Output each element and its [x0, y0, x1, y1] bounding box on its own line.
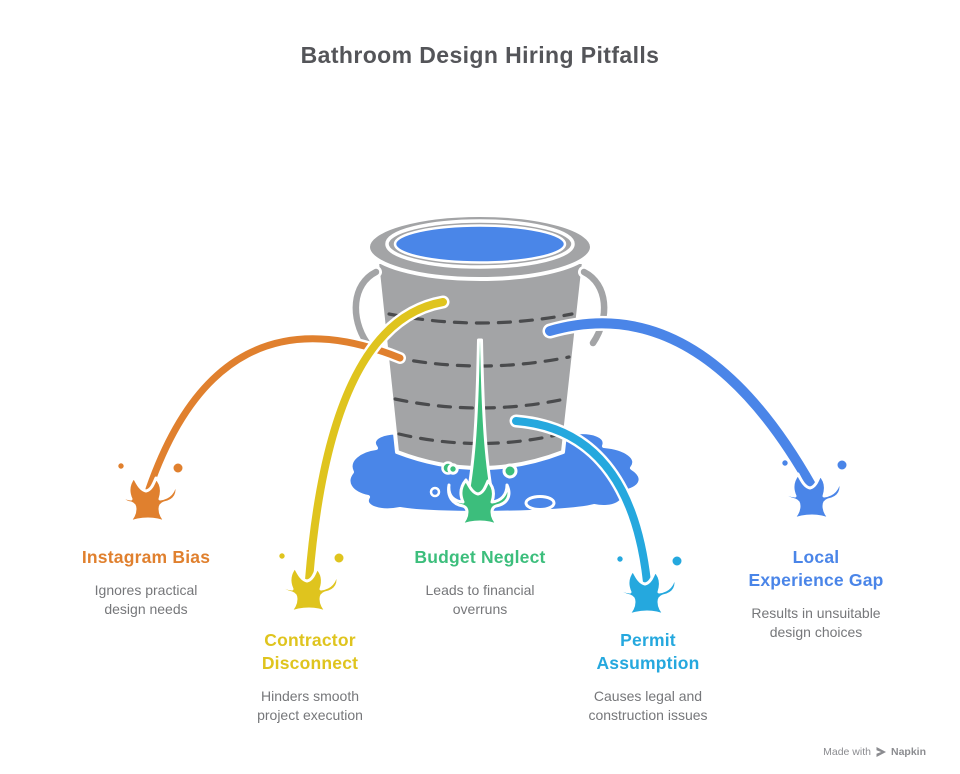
pitfall-budget-neglect: Budget Neglect Leads to financial overru… [370, 546, 590, 618]
splash-local-experience-gap [779, 457, 850, 522]
pitfall-label: Permit Assumption [596, 630, 700, 673]
stream-contractor-disconnect [305, 298, 447, 584]
napkin-logo-icon [876, 747, 886, 757]
pitfall-description: Leads to financial overruns [425, 582, 535, 617]
leak-streams [143, 295, 820, 589]
stream-permit-assumption [512, 417, 651, 586]
stream-local-experience-gap [545, 318, 817, 492]
pitfall-label: Budget Neglect [414, 547, 546, 567]
watermark-brand: Napkin [890, 746, 926, 758]
made-with-napkin-watermark[interactable]: Made with Napkin [823, 746, 926, 758]
pitfall-description: Results in unsuitable design choices [751, 605, 881, 640]
blue-droplet-on-puddle [429, 486, 441, 498]
pitfall-contractor-disconnect: Contractor Disconnect Hinders smooth pro… [210, 629, 410, 724]
puddle-droplet [524, 495, 556, 511]
pitfall-description: Causes legal and construction issues [588, 688, 708, 723]
pitfall-description: Ignores practical design needs [94, 582, 198, 617]
pitfall-description: Hinders smooth project execution [257, 688, 363, 723]
stream-instagram-bias [145, 335, 404, 493]
page-title: Bathroom Design Hiring Pitfalls [300, 42, 660, 68]
pitfall-label: Instagram Bias [81, 547, 211, 567]
pitfall-permit-assumption: Permit Assumption Causes legal and const… [548, 629, 748, 724]
pitfall-label: Contractor Disconnect [261, 630, 359, 673]
watermark-prefix: Made with [823, 746, 871, 758]
pitfall-instagram-bias: Instagram Bias Ignores practical design … [36, 546, 256, 618]
pitfall-label: Local Experience Gap [748, 547, 884, 590]
water-surface [393, 224, 567, 264]
pitfall-local-experience-gap: Local Experience Gap Results in unsuitab… [706, 546, 926, 641]
